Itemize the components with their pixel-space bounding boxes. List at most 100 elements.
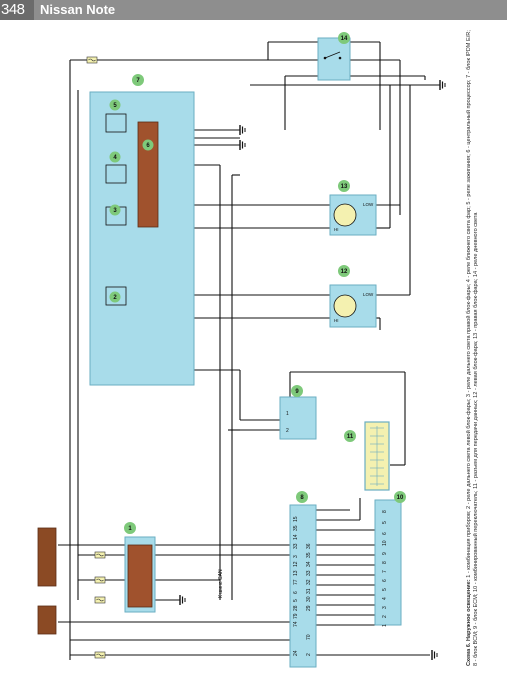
badge-13: 13 xyxy=(338,180,350,192)
fuse xyxy=(94,551,106,559)
svg-text:5: 5 xyxy=(113,103,117,109)
svg-text:12: 12 xyxy=(341,269,348,275)
switch-body xyxy=(374,499,402,626)
bcm-pin: 32 xyxy=(306,579,312,585)
ground-symbol xyxy=(439,79,446,91)
lamp-low-label: LOW xyxy=(363,202,374,207)
svg-text:11: 11 xyxy=(347,434,354,440)
bcm-pin: 31 xyxy=(306,588,312,594)
badge-9: 9 xyxy=(291,385,303,397)
badge-2: 2 xyxy=(109,291,121,303)
bcm-pin: 13 xyxy=(293,570,299,576)
combination-switch xyxy=(374,499,402,626)
svg-text:6: 6 xyxy=(146,143,150,149)
lamp-hi-label: HI xyxy=(334,318,339,323)
switch-pin: 8 xyxy=(382,510,388,513)
data-connector xyxy=(364,421,390,491)
instrument-cluster xyxy=(124,536,156,613)
svg-text:14: 14 xyxy=(341,36,348,42)
switch-pin: 10 xyxy=(382,540,388,546)
page-number-box xyxy=(0,0,34,20)
svg-text:8: 8 xyxy=(300,495,304,501)
can-bus-label: К шине CAN xyxy=(218,569,224,598)
bcm-pin: 6 xyxy=(293,591,299,594)
external-lamps xyxy=(37,527,57,635)
figure-caption: Схема 6. Наружное освещение: 1 - комбина… xyxy=(466,26,506,666)
badge-8: 8 xyxy=(296,491,308,503)
switch-pin: 4 xyxy=(382,597,388,600)
switch-pin: 8 xyxy=(382,561,388,564)
module-ipdm xyxy=(89,91,195,386)
bcm-pin: 33 xyxy=(293,543,299,549)
switch-pin: 6 xyxy=(382,532,388,535)
cluster-display xyxy=(127,544,153,608)
badge-12: 12 xyxy=(338,265,350,277)
lamp-hi-label: HI xyxy=(334,227,339,232)
bcm-pin: 34 xyxy=(306,561,312,567)
ground-symbol xyxy=(239,139,246,151)
switch-pin: 7 xyxy=(382,570,388,573)
relay-14-body xyxy=(317,37,351,81)
component-badges: 14 7 5 6 4 3 2 13 12 9 11 8 10 1 xyxy=(109,32,406,534)
bcm-pin: 14 xyxy=(293,534,299,540)
badge-14: 14 xyxy=(338,32,350,44)
caption-title: Схема 6. Наружное освещение: xyxy=(466,579,472,666)
svg-text:7: 7 xyxy=(136,78,140,84)
processor-block xyxy=(137,121,159,228)
module-bcm xyxy=(289,504,317,668)
bcm-pin: 3 xyxy=(293,555,299,558)
bcm-pin: 5 xyxy=(293,599,299,602)
svg-text:13: 13 xyxy=(341,184,348,190)
bcm-pin: 77 xyxy=(293,579,299,585)
page-number: 348 xyxy=(1,1,25,18)
relay-daylight xyxy=(317,37,351,81)
bcm-pin: 2 xyxy=(306,653,312,656)
header-bar: 348 Nissan Note xyxy=(0,0,507,20)
fuse xyxy=(94,596,106,604)
switch-pin: 2 xyxy=(382,615,388,618)
headlamp-left: LOW HI xyxy=(329,284,377,328)
bcm-pin: 12 xyxy=(293,561,299,567)
book-title: Nissan Note xyxy=(40,2,116,17)
ecm-pin: 1 xyxy=(286,411,289,417)
bcm-pin: 35 xyxy=(293,525,299,531)
switch-pin: 9 xyxy=(382,552,388,555)
bulb-icon xyxy=(333,203,357,227)
bcm-pin: 70 xyxy=(306,634,312,640)
ground-symbol xyxy=(431,649,438,661)
switch-pin: 1 xyxy=(382,624,388,627)
svg-text:9: 9 xyxy=(295,389,299,395)
switch-pin: 5 xyxy=(382,521,388,524)
bcm-pin: 15 xyxy=(293,516,299,522)
svg-text:2: 2 xyxy=(113,295,117,301)
lamp-block-top xyxy=(37,527,57,587)
svg-text:1: 1 xyxy=(128,526,132,532)
switch-pin-labels: 1 2 3 4 5 6 7 8 9 10 6 5 8 xyxy=(382,510,388,627)
fuse xyxy=(94,576,106,584)
bcm-pin: 28 xyxy=(293,605,299,611)
badge-4: 4 xyxy=(109,151,121,163)
bcm-pin: 35 xyxy=(306,552,312,558)
switch-pin: 6 xyxy=(382,579,388,582)
badge-1: 1 xyxy=(124,522,136,534)
relay-4 xyxy=(105,164,127,184)
badge-5: 5 xyxy=(109,99,121,111)
bcm-body xyxy=(289,504,317,668)
badge-3: 3 xyxy=(109,204,121,216)
svg-text:10: 10 xyxy=(397,495,404,501)
ground-symbol xyxy=(179,594,186,606)
relay-5 xyxy=(105,113,127,133)
lamp-block-bottom xyxy=(37,605,57,635)
bcm-pin: 74 xyxy=(293,621,299,627)
caption-body: 1 - комбинация приборов; 2 - реле дальне… xyxy=(466,30,479,666)
badge-6: 6 xyxy=(142,139,154,151)
fuse xyxy=(86,56,98,64)
ecm-body xyxy=(279,396,317,440)
bcm-pin: 30 xyxy=(306,596,312,602)
bcm-pin: 33 xyxy=(306,570,312,576)
bcm-pin: 24 xyxy=(293,650,299,656)
svg-text:4: 4 xyxy=(113,155,117,161)
ground-symbol xyxy=(239,124,246,136)
bcm-pin: 79 xyxy=(293,613,299,619)
fuse xyxy=(94,651,106,659)
